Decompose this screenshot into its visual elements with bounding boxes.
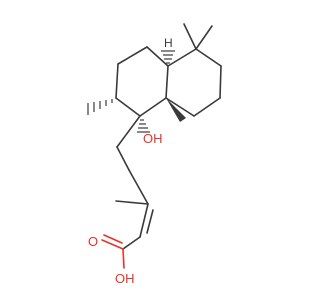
bond [219,65,222,99]
methyl-hash [87,99,113,115]
bond [117,46,148,65]
bond [115,63,119,99]
stereo-h-label: H [164,36,173,50]
methyl-bond [195,25,213,50]
side-chain [115,115,154,250]
bond [167,48,197,67]
hydroxyl-hash [137,119,150,133]
angular-methyl-wedge [166,98,186,122]
bond [165,97,195,117]
carbonyl-bond-a [101,239,124,250]
bond [146,46,169,67]
double-bond-a [139,203,149,238]
methyl-bond [183,23,197,50]
stereo-h-hash [161,50,175,64]
bond [128,169,149,205]
molecule-structure: H OH [87,23,222,286]
acid-oh-bond [122,248,125,269]
carbonyl-oxygen-label: O [88,234,98,249]
bond [115,97,141,117]
bond [122,236,141,250]
double-bond-b [146,209,154,234]
carboxylic-acid [101,234,125,269]
methyl-bond [115,200,149,205]
hydroxyl-label: OH [143,131,163,146]
structure-canvas: H OH [87,23,222,286]
bond [165,65,169,99]
ring-a [115,46,169,117]
bond [116,115,141,148]
carbonyl-bond-b [103,234,123,244]
bond [193,97,221,117]
ring-b [165,48,222,117]
bond [195,48,222,67]
bond [139,97,167,117]
acid-hydroxyl-label: OH [115,271,135,286]
bond [116,146,130,171]
